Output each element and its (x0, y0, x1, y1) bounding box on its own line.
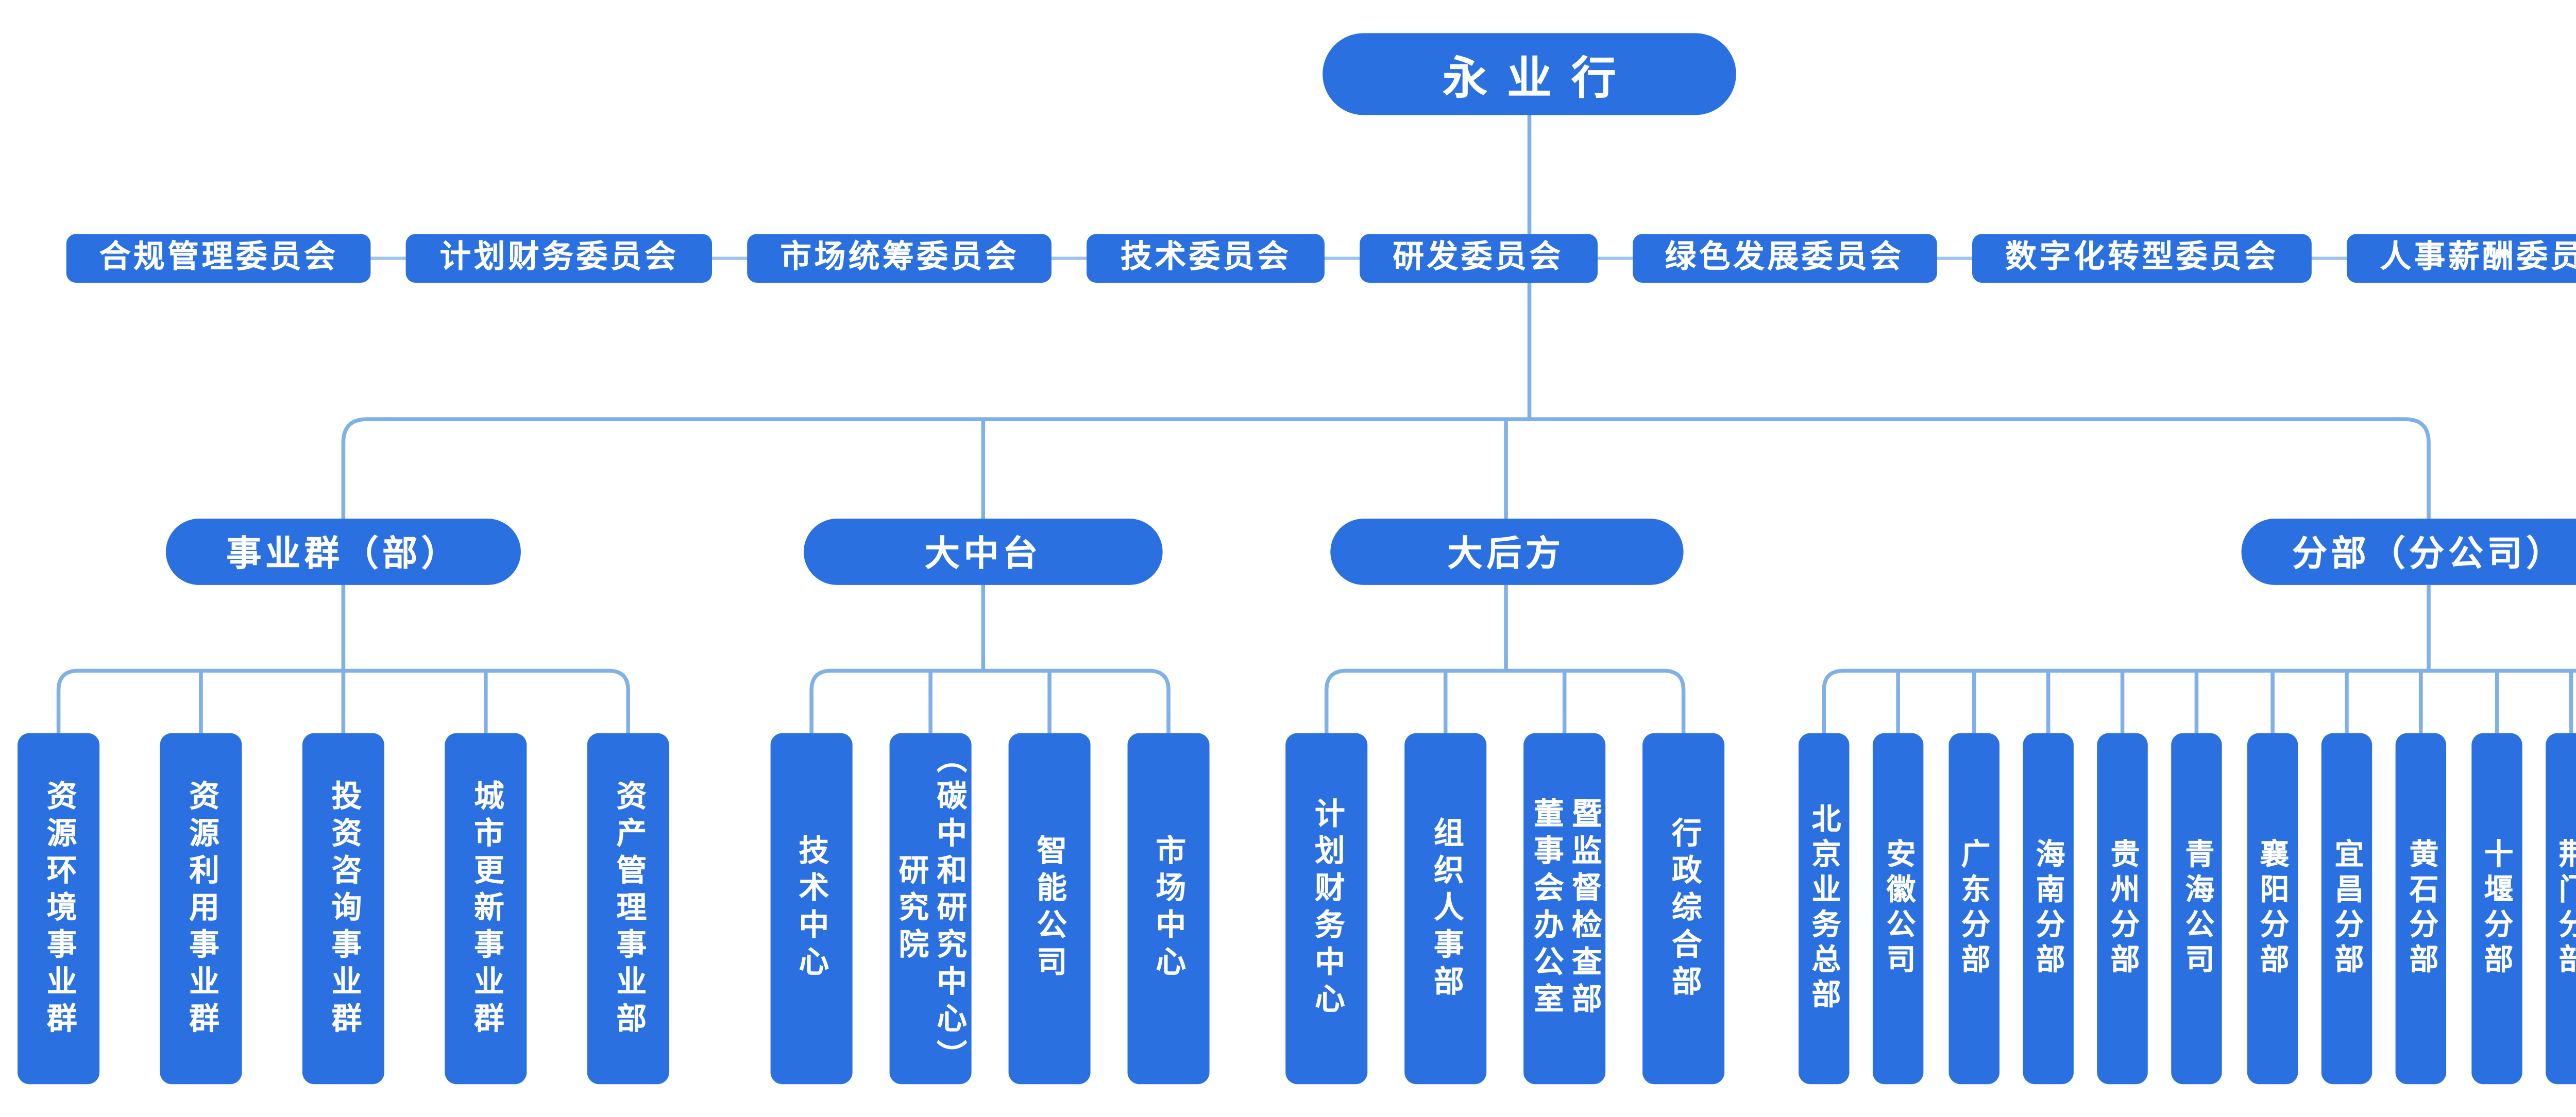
org-unit-node: 襄阳分部 (2247, 733, 2298, 1085)
org-unit-node: 资源利用事业群 (160, 733, 242, 1085)
org-unit-label: 资产管理事业部 (612, 779, 646, 1039)
org-unit-node: 广东分部 (1948, 733, 1999, 1085)
org-unit-label: 青海公司 (2181, 838, 2215, 979)
org-unit-label: 技术中心 (794, 834, 828, 983)
org-unit-label: 行政综合部 (1667, 816, 1701, 1002)
org-unit-label: 资源利用事业群 (184, 779, 218, 1039)
org-unit-node: 研究院 （碳中和研究中心） (888, 733, 971, 1085)
org-unit-node: 宜昌分部 (2321, 733, 2372, 1085)
children-row: 资源环境事业群 资源利用事业群 投资咨询事业群 城市更新事业群 资产管理事业部 (18, 733, 669, 1085)
org-unit-label: 资源环境事业群 (42, 779, 76, 1039)
org-unit-label: 安徽公司 (1883, 838, 1916, 979)
org-unit-label: 黄石分部 (2405, 838, 2439, 979)
org-unit-label: 宜昌分部 (2331, 838, 2364, 979)
committee-node: 计划财务委员会 (406, 234, 712, 283)
org-unit-node: 市场中心 (1126, 733, 1209, 1085)
committee-node: 人事薪酬委员会 (2347, 234, 2576, 283)
org-unit-node: 技术中心 (769, 733, 852, 1085)
org-unit-node: 计划财务中心 (1285, 733, 1368, 1085)
org-unit-node: 资源环境事业群 (18, 733, 100, 1085)
org-unit-label: 贵州分部 (2107, 838, 2140, 979)
committee-node: 市场统筹委员会 (747, 234, 1053, 283)
org-unit-label: 研究院 （碳中和研究中心） (894, 742, 966, 1076)
org-unit-label: 董事会办公室 暨监督检查部 (1529, 797, 1601, 1020)
org-unit-node: 北京业务总部 (1799, 733, 1850, 1085)
org-unit-node: 资产管理事业部 (587, 733, 669, 1085)
group-header: 分部（分公司） (2241, 519, 2576, 585)
group-header: 事业群（部） (165, 519, 521, 585)
committee-row: 合规管理委员会计划财务委员会市场统筹委员会技术委员会研发委员会绿色发展委员会数字… (0, 234, 2576, 283)
org-unit-label: 十堰分部 (2480, 838, 2514, 979)
org-unit-label: 投资咨询事业群 (327, 779, 361, 1039)
org-unit-label: 海南分部 (2032, 838, 2065, 979)
org-unit-label: 城市更新事业群 (469, 779, 503, 1039)
group-header: 大中台 (803, 519, 1163, 585)
children-row: 北京业务总部 安徽公司 广东分部 海南分部 贵州分部 青海公司 襄阳分部 宜昌分部 黄石分部 十堰… (1799, 733, 2576, 1085)
committee-node: 数字化转型委员会 (1972, 234, 2312, 283)
org-unit-node: 行政综合部 (1642, 733, 1725, 1085)
committee-node: 绿色发展委员会 (1632, 234, 1937, 283)
org-unit-node: 投资咨询事业群 (302, 733, 384, 1085)
org-unit-node: 贵州分部 (2097, 733, 2148, 1085)
org-unit-node: 智能公司 (1007, 733, 1090, 1085)
org-unit-node: 董事会办公室 暨监督检查部 (1523, 733, 1606, 1085)
org-unit-node: 青海公司 (2172, 733, 2223, 1085)
org-unit-label: 计划财务中心 (1310, 797, 1344, 1020)
committee-node: 研发委员会 (1360, 234, 1597, 283)
org-unit-node: 黄石分部 (2396, 733, 2447, 1085)
committee-node: 技术委员会 (1087, 234, 1325, 283)
committee-node: 合规管理委员会 (66, 234, 372, 283)
org-unit-label: 组织人事部 (1429, 816, 1463, 1002)
org-unit-label: 襄阳分部 (2256, 838, 2290, 979)
root-node: 永业行 (1323, 33, 1736, 115)
org-unit-node: 安徽公司 (1873, 733, 1924, 1085)
org-unit-node: 组织人事部 (1404, 733, 1487, 1085)
org-unit-node: 城市更新事业群 (445, 733, 527, 1085)
org-unit-node: 荆门分部 (2546, 733, 2576, 1085)
children-row: 技术中心 研究院 （碳中和研究中心） 智能公司 市场中心 (769, 733, 1209, 1085)
org-unit-node: 海南分部 (2023, 733, 2074, 1085)
org-unit-label: 荆门分部 (2555, 838, 2576, 979)
org-unit-label: 广东分部 (1957, 838, 1991, 979)
org-unit-node: 十堰分部 (2471, 733, 2522, 1085)
org-unit-label: 市场中心 (1151, 834, 1185, 983)
org-unit-label: 北京业务总部 (1807, 803, 1841, 1014)
children-row: 计划财务中心 组织人事部 董事会办公室 暨监督检查部 行政综合部 (1285, 733, 1725, 1085)
group-header: 大后方 (1329, 519, 1683, 585)
org-unit-label: 智能公司 (1032, 834, 1066, 983)
